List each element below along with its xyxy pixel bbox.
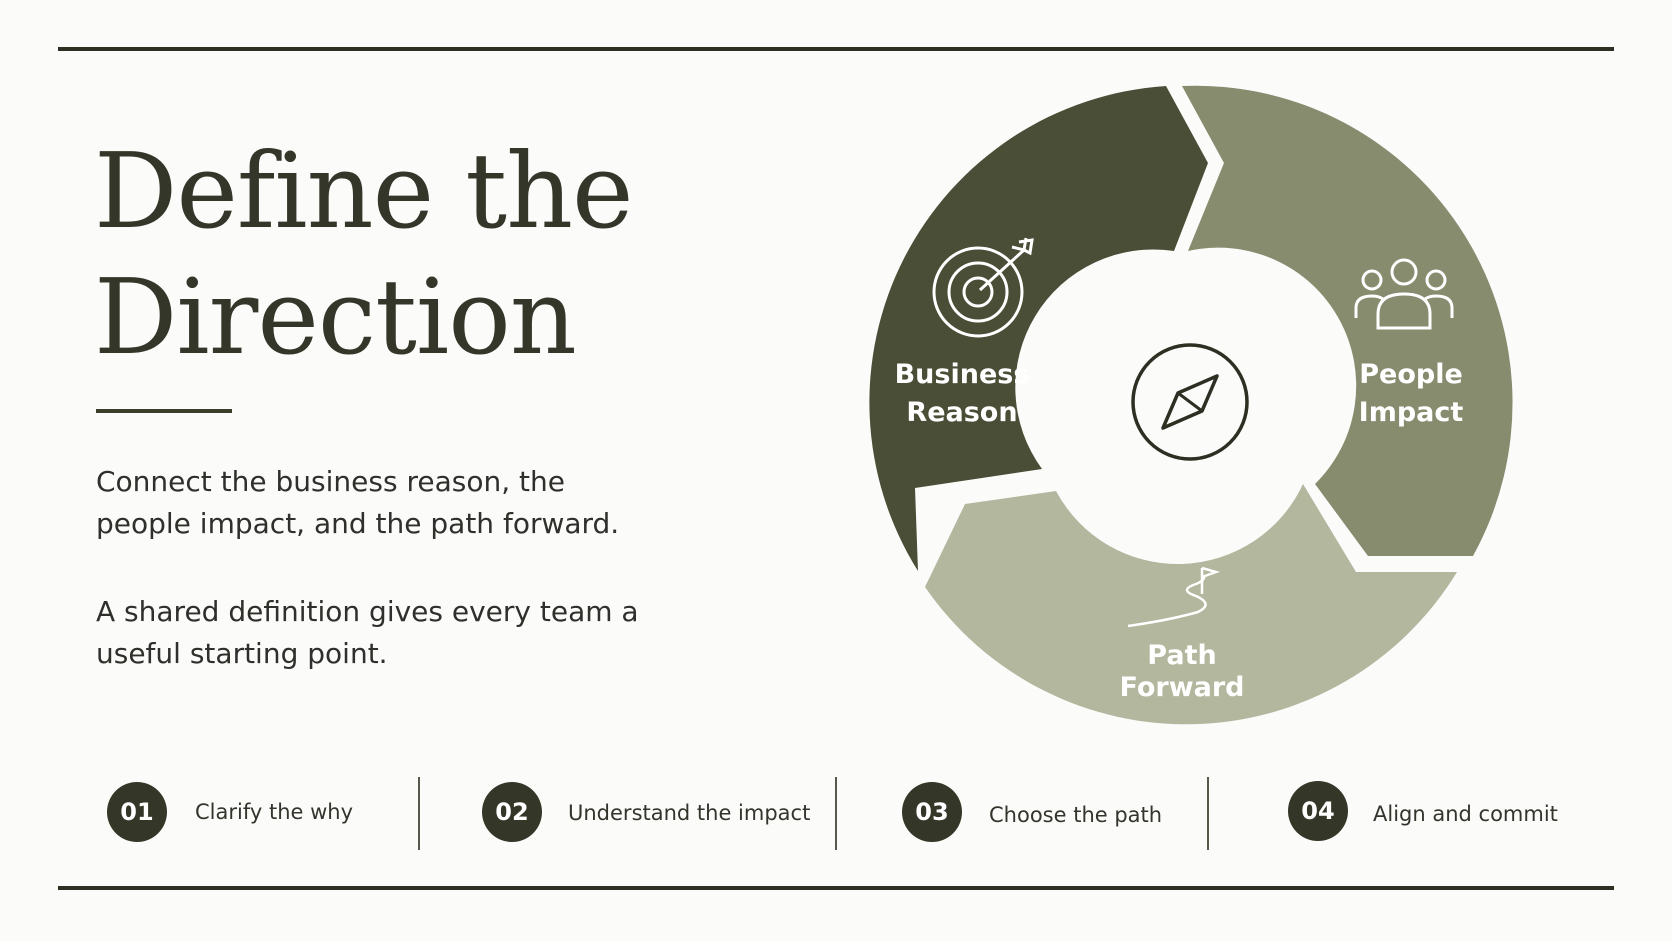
step-number-03: 03 (902, 782, 962, 842)
people-icon (1354, 258, 1454, 330)
title-line-2: Direction (94, 256, 577, 378)
segment-path-forward (925, 484, 1457, 725)
page-title: Define the Direction (94, 128, 634, 380)
compass-icon (1131, 343, 1249, 461)
segment-label-path-line1: Path (1147, 640, 1216, 671)
segment-label-business-line1: Business (895, 359, 1030, 390)
step-divider (1207, 777, 1209, 850)
step-label-01: Clarify the why (195, 800, 354, 824)
step-number-04: 04 (1288, 781, 1348, 841)
step-divider (835, 777, 837, 850)
step-number-02: 02 (482, 782, 542, 842)
segment-label-people-line1: People (1359, 359, 1463, 390)
step-divider (418, 777, 420, 850)
intro-paragraph: Connect the business reason, the people … (96, 465, 620, 540)
segment-label-path-line2: Forward (1119, 672, 1244, 703)
support-paragraph: A shared definition gives every team a u… (96, 595, 639, 670)
segment-business-reason (869, 86, 1208, 571)
segment-label-business-line2: Reason (906, 397, 1017, 428)
step-number-01: 01 (107, 782, 167, 842)
title-line-1: Define the (94, 130, 634, 252)
segment-label-people-line2: Impact (1359, 397, 1464, 428)
step-label-04: Align and commit (1373, 802, 1558, 826)
segment-people-impact (1182, 85, 1513, 556)
step-label-03: Choose the path (989, 803, 1163, 827)
title-underline (96, 409, 232, 413)
target-icon (932, 237, 1034, 338)
path-flag-icon (1127, 566, 1221, 628)
bottom-rule (58, 886, 1614, 890)
top-rule (58, 47, 1614, 51)
step-label-02: Understand the impact (568, 801, 811, 825)
